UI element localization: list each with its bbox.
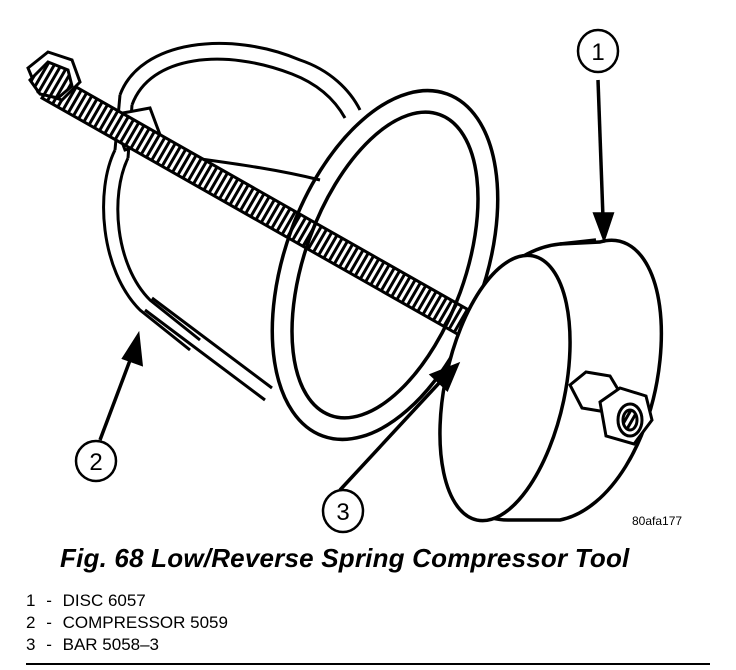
- legend-separator: -: [46, 613, 52, 632]
- callout-2: 2: [74, 439, 118, 483]
- legend-separator: -: [46, 635, 52, 654]
- legend-item-3: 3 - BAR 5058–3: [26, 634, 710, 656]
- legend-item-2: 2 - COMPRESSOR 5059: [26, 612, 710, 634]
- svg-text:1: 1: [591, 39, 604, 66]
- threaded-rod: [39, 72, 498, 351]
- legend-number: 3: [26, 635, 36, 654]
- legend-number: 1: [26, 591, 36, 610]
- callout-3: 3: [321, 488, 365, 534]
- legend-text: COMPRESSOR 5059: [62, 613, 228, 632]
- legend-text: DISC 6057: [62, 591, 146, 610]
- tool-illustration: 1 2 3: [26, 28, 664, 534]
- legend-item-1: 1 - DISC 6057: [26, 590, 710, 612]
- disc-nut: [568, 370, 654, 446]
- rod-end-nut: [26, 50, 82, 102]
- legend-text: BAR 5058–3: [62, 635, 160, 654]
- callout-1: 1: [576, 28, 620, 74]
- figure-caption: Fig. 68 Low/Reverse Spring Compressor To…: [60, 543, 630, 573]
- disc: [438, 238, 664, 523]
- callout-arrows: [98, 79, 615, 492]
- svg-text:3: 3: [336, 499, 349, 526]
- legend: 1 - DISC 6057 2 - COMPRESSOR 5059 3 - BA…: [26, 590, 710, 656]
- legend-number: 2: [26, 613, 36, 632]
- compressor-frame: [102, 41, 362, 402]
- legend-separator: -: [46, 591, 52, 610]
- svg-text:2: 2: [89, 449, 102, 476]
- legend-divider: [26, 663, 710, 665]
- image-code: 80afa177: [632, 514, 683, 528]
